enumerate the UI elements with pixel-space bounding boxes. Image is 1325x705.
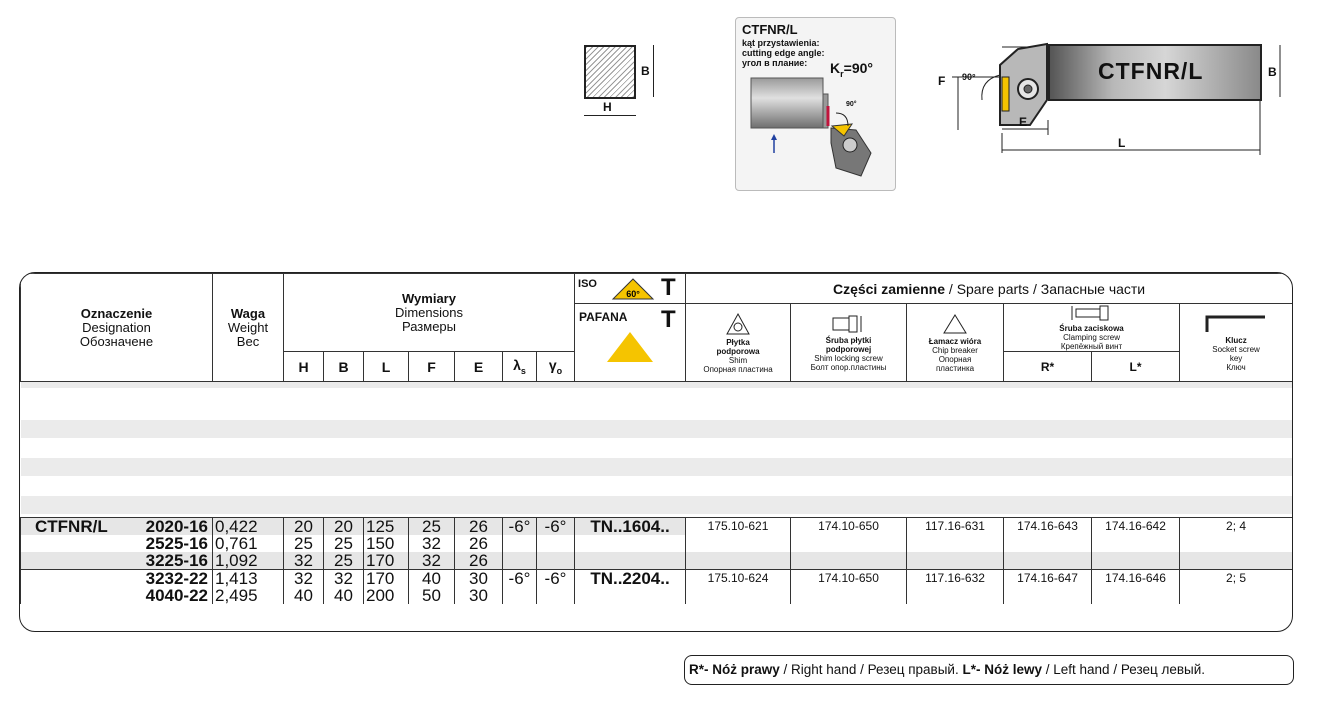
label-f: F — [938, 74, 946, 88]
pafana-header: PAFANA T — [574, 303, 687, 382]
pafana-insert-icon — [607, 332, 654, 362]
hex-key-icon — [1205, 315, 1266, 332]
iso-insert-icon: 60° — [611, 278, 655, 300]
col-lambda: λs — [502, 351, 537, 382]
chip-breaker-header: Łamacz wióra Chip breaker Опорная пласти… — [906, 303, 1005, 382]
col-l-star: L* — [1091, 351, 1181, 382]
label-b-side: B — [1268, 65, 1277, 79]
screw-icon — [832, 315, 862, 332]
shim-header: Płytka podporowa Shim Опорная пластина — [685, 303, 792, 382]
col-f: F — [408, 351, 455, 382]
header-row: Oznaczenie Designation Обозначене Waga W… — [20, 273, 1292, 382]
shim-screw-header: Śruba płytki podporowej Shim locking scr… — [790, 303, 908, 382]
label-e: E — [1019, 115, 1028, 129]
spare-parts-header: Części zamienne / Spare parts / Запасные… — [685, 273, 1292, 304]
table-row: 3232-22 1,413 32 32 170 40 30 -6° -6° TN… — [20, 569, 1292, 587]
hand-footnote: R*- Nóż prawy / Right hand / Резец правы… — [684, 655, 1294, 685]
label-h: H — [603, 100, 612, 114]
col-e: E — [454, 351, 503, 382]
designation-header: Oznaczenie Designation Обозначене — [20, 273, 213, 382]
cutting-angle-card: CTFNR/L kąt przystawienia: cutting edge … — [735, 17, 896, 191]
iso-header: ISO 60° T — [574, 273, 687, 304]
spec-table: Oznaczenie Designation Обозначене Waga W… — [19, 272, 1293, 632]
label-l: L — [1118, 136, 1126, 150]
card-title: CTFNR/L — [742, 22, 798, 37]
tool-shank — [1048, 44, 1262, 101]
dimension-line — [584, 115, 636, 116]
col-l: L — [363, 351, 409, 382]
dimensions-header: Wymiary Dimensions Размеры — [282, 273, 576, 352]
header-row: PAFANA T Płytka podporowa Shim Опорная п… — [21, 303, 1292, 382]
dimension-line — [653, 45, 654, 97]
key-header: Klucz Socket screw key Ключ — [1179, 303, 1292, 382]
svg-text:60°: 60° — [626, 289, 640, 299]
table-row: 2525-16 0,761 25 25 150 32 26 — [20, 535, 1292, 552]
col-gamma: γo — [535, 351, 576, 382]
shim-icon — [726, 312, 750, 334]
tool-shank-label: CTFNR/L — [1098, 58, 1204, 84]
col-h: H — [283, 351, 324, 382]
chip-breaker-icon — [943, 313, 967, 333]
workpiece-illustration — [750, 77, 872, 177]
clamp-screw-header: Śruba zaciskowa Clamping screw Крепёжный… — [1003, 303, 1181, 352]
cross-section-drawing — [584, 45, 636, 99]
table-row: 3225-16 1,092 32 25 170 32 26 — [20, 552, 1292, 570]
label-b: B — [641, 64, 650, 78]
col-r: R* — [1003, 351, 1093, 382]
small-angle-label: 90° — [846, 101, 857, 108]
kr-angle: Kr=90° — [830, 60, 873, 79]
weight-header: Waga Weight Вес — [212, 273, 284, 382]
spec-table-grid: Oznaczenie Designation Обозначене Waga W… — [20, 273, 1292, 604]
tool-side-view — [952, 42, 1281, 155]
clamp-screw-icon — [1071, 305, 1109, 321]
col-b: B — [323, 351, 364, 382]
table-row: 4040-22 2,495 40 40 200 50 30 — [20, 587, 1292, 604]
label-angle: 90° — [962, 72, 976, 82]
blank-band — [20, 381, 1292, 518]
card-text: kąt przystawienia: cutting edge angle: у… — [742, 38, 825, 68]
